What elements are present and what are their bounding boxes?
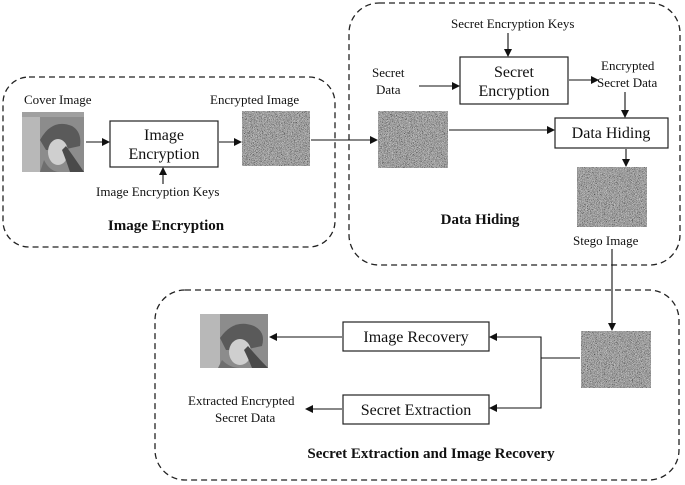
cover-image-label: Cover Image: [24, 92, 92, 107]
cover-image-picture: [22, 112, 84, 172]
secret-data-label-line2: Data: [376, 82, 401, 97]
data-hiding-box: [554, 117, 669, 149]
region-extraction-recovery: [154, 289, 680, 481]
secret-data-noise: [378, 111, 448, 168]
region-image-encryption: [2, 76, 336, 248]
image-recovery-box: [342, 321, 490, 352]
secret-encryption-box-line1: Secret: [494, 64, 535, 81]
encrypted-secret-label-line2: Secret Data: [597, 75, 658, 90]
section-title-extraction-recovery: Secret Extraction and Image Recovery: [307, 446, 555, 462]
secret-encryption-keys-label: Secret Encryption Keys: [451, 16, 574, 31]
secret-encryption-box: [459, 56, 569, 105]
region-data-hiding: [348, 2, 681, 266]
encrypted-secret-label-line1: Encrypted: [601, 58, 655, 73]
section-title-data-hiding: Data Hiding: [441, 212, 520, 228]
encrypted-image-noise: [242, 111, 310, 166]
image-encryption-box: [109, 120, 219, 168]
data-hiding-box-label: Data Hiding: [572, 125, 651, 142]
secret-extraction-box: [342, 394, 490, 425]
arrow-branch-to-extraction: [489, 358, 542, 412]
encrypted-image-label: Encrypted Image: [210, 92, 299, 107]
stego-image-label: Stego Image: [573, 233, 639, 248]
extracted-secret-label-line2: Secret Data: [215, 410, 276, 425]
extracted-secret-label-line1: Extracted Encrypted: [188, 393, 295, 408]
stego-image-input-noise: [581, 331, 651, 388]
stego-image-noise: [577, 167, 647, 227]
secret-encryption-box-line2: Encryption: [478, 83, 549, 100]
secret-data-label-line1: Secret: [372, 65, 405, 80]
section-title-image-encryption: Image Encryption: [108, 218, 225, 234]
image-recovery-box-label: Image Recovery: [363, 329, 468, 346]
recovered-image-picture: [200, 314, 268, 368]
image-encryption-keys-label: Image Encryption Keys: [96, 184, 219, 199]
image-encryption-box-line1: Image: [144, 127, 184, 144]
secret-extraction-box-label: Secret Extraction: [361, 402, 472, 419]
arrow-branch-to-recovery: [489, 333, 542, 358]
image-encryption-box-line2: Encryption: [128, 146, 199, 163]
